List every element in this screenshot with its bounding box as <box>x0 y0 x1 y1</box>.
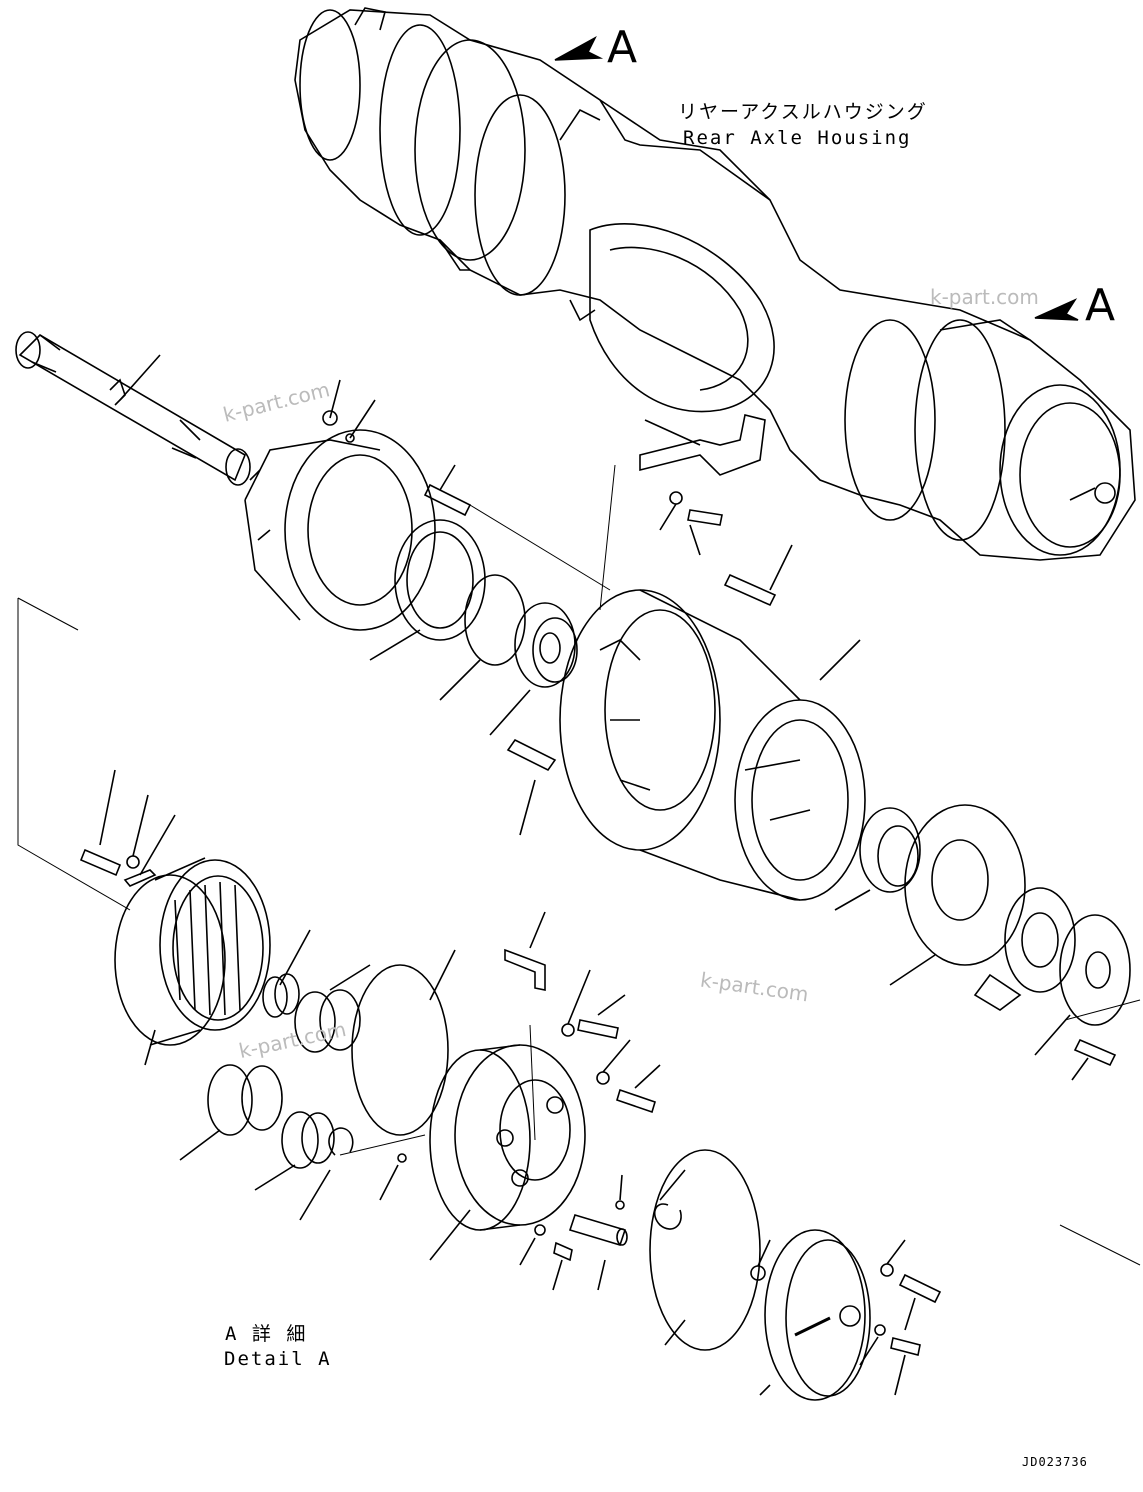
planet-carrier <box>429 1044 586 1261</box>
cover-bolts <box>859 1239 942 1396</box>
ball-small <box>379 1153 407 1201</box>
bolt-bracket <box>659 491 723 556</box>
bolt-detail <box>79 769 149 877</box>
shim-plate <box>973 887 1076 1011</box>
bolt-hub-left <box>506 738 557 836</box>
wheel-hub <box>559 589 866 901</box>
end-cover <box>750 1229 871 1401</box>
axle-shaft <box>15 331 251 486</box>
watermark: k-part.com <box>930 285 1039 309</box>
rear-axle-housing <box>294 7 1136 561</box>
bearing-lower-right <box>834 807 921 911</box>
gear-hub <box>244 379 436 631</box>
view-marker-right-label: A <box>1085 280 1116 331</box>
shaft-pin <box>568 1214 628 1291</box>
drawing-code: JD023736 <box>1022 1455 1088 1469</box>
brake-disc <box>889 804 1026 986</box>
lock-plate <box>123 814 176 887</box>
snap-ring-right <box>653 1169 686 1230</box>
detail-label-en: Detail A <box>224 1348 332 1370</box>
planet-gear-bearing <box>254 1111 335 1191</box>
needle-bearing-lower <box>179 1064 283 1161</box>
housing-label-jp: リヤーアクスルハウジング <box>678 101 928 123</box>
bearing-upper <box>489 602 578 736</box>
plug-small <box>519 1224 573 1291</box>
o-ring-lower <box>649 1149 761 1351</box>
needle-bearing-upper <box>294 964 371 1053</box>
o-ring-large <box>351 949 456 1136</box>
housing-label-en: Rear Axle Housing <box>683 127 912 149</box>
ring-gear <box>114 857 271 1066</box>
bracket-upper <box>639 414 766 476</box>
bolt-hub <box>723 544 793 607</box>
view-arrow-right <box>1034 298 1079 321</box>
detail-label-jp: A 詳 細 <box>225 1323 308 1345</box>
snap-ring-left <box>299 1127 354 1221</box>
view-arrow-top <box>554 36 604 61</box>
o-ring-upper <box>439 574 526 701</box>
oil-seal <box>369 519 486 661</box>
ball-upper <box>615 1174 625 1210</box>
bracket-lower <box>504 911 661 1114</box>
view-marker-top-label: A <box>607 22 638 73</box>
spacer-ring <box>262 929 311 1018</box>
stud-bolt <box>423 464 472 517</box>
cover-plate-right <box>1034 914 1131 1081</box>
detail-frame <box>17 464 1141 1266</box>
